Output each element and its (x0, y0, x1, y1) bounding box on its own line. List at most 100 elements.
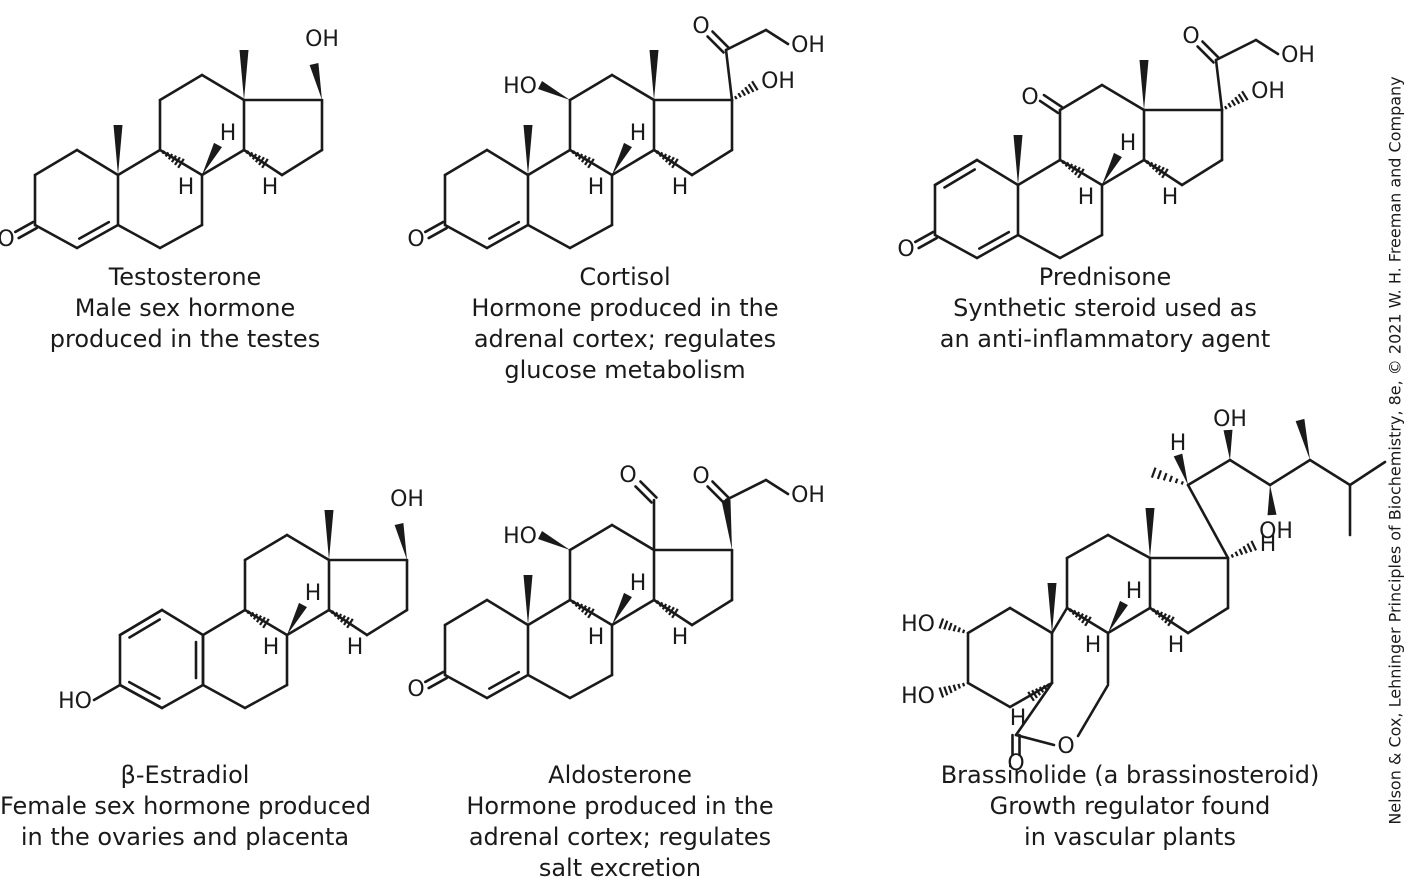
wedge-bond (721, 499, 732, 550)
oxygen-label: O (0, 227, 15, 252)
bond (158, 73, 204, 102)
hash-bond (1151, 608, 1156, 613)
hash-bond (248, 151, 254, 158)
bond (933, 233, 979, 260)
carbonyl-bond (914, 230, 935, 244)
hydroxyl-label: OH (761, 69, 795, 94)
hash-bond (574, 151, 580, 158)
hash-bond (1074, 166, 1081, 176)
hash-bond (245, 150, 250, 155)
wedge-bond (612, 592, 632, 625)
hash-bond (1250, 540, 1257, 551)
wedge-bond (113, 125, 123, 175)
wedge-bond (537, 530, 570, 550)
bond (724, 48, 734, 102)
bond (1228, 458, 1272, 487)
hydroxyl-label: OH (390, 487, 424, 512)
bond (116, 223, 162, 250)
bond (1014, 681, 1054, 737)
hash-bond (571, 150, 576, 155)
double-bond (127, 680, 161, 700)
hydrogen-label: H (1010, 706, 1027, 731)
hash-bond (943, 620, 949, 630)
hash-bond (1145, 160, 1150, 165)
wedge-bond (1013, 135, 1023, 185)
bond (526, 673, 572, 700)
bond (1106, 606, 1152, 635)
wedge-bond (1223, 429, 1233, 460)
hash-bond (259, 616, 266, 626)
bond (610, 598, 656, 627)
molecule-description: adrenal cortex; regulates (473, 325, 777, 353)
bond (1100, 158, 1146, 187)
hash-bond (658, 601, 664, 608)
bond (1065, 533, 1110, 560)
molecule-name: Cortisol (579, 263, 671, 291)
bond (33, 148, 79, 177)
bond (485, 223, 530, 250)
hash-bond (952, 624, 957, 632)
molecule-description: glucose metabolism (504, 356, 746, 384)
bond (200, 148, 246, 177)
carbonyl-bond (14, 220, 35, 234)
bond (118, 683, 164, 710)
bond (690, 148, 734, 177)
hydrogen-label: H (1120, 131, 1137, 156)
bond (724, 478, 768, 502)
hydrogen-label: H (630, 121, 647, 146)
hydroxyl-label: HO (58, 689, 92, 714)
wedge-bond (394, 523, 407, 560)
oxygen-label: O (1182, 24, 1199, 49)
hydrogen-label: H (630, 571, 647, 596)
hash-bond (580, 605, 587, 613)
bond (365, 608, 409, 637)
carbonyl-bond (639, 480, 658, 499)
hash-bond (580, 155, 587, 163)
molecule-description: adrenal cortex; regulates (468, 823, 772, 851)
hash-bond (664, 155, 671, 163)
carbonyl-bond (706, 485, 725, 504)
hash-bond (571, 600, 576, 605)
molecule-description: in vascular plants (1024, 823, 1236, 851)
hydrogen-label: H (588, 625, 605, 650)
bond (1016, 158, 1062, 187)
hash-bond (330, 610, 335, 615)
hash-bond (1081, 614, 1088, 624)
hash-bond (587, 158, 595, 169)
hash-bond (957, 627, 961, 633)
hash-bond (671, 158, 679, 169)
hash-bond (339, 615, 346, 623)
hash-bond (164, 151, 170, 158)
hydrogen-label: H (262, 175, 279, 200)
caption-cortisol: Cortisol Hormone produced in the adrenal… (460, 262, 790, 386)
bond (75, 148, 120, 177)
hydrogen-label: H (672, 625, 689, 650)
bond (1142, 158, 1184, 187)
carbonyl-bond (424, 220, 445, 234)
molecule-description: salt excretion (538, 854, 702, 882)
hash-bond (1161, 168, 1169, 179)
hydrogen-label: H (1260, 532, 1277, 557)
molecule-name: Testosterone (108, 263, 262, 291)
oxygen-label: O (897, 237, 914, 262)
bond (1076, 683, 1110, 738)
bond (75, 223, 120, 250)
hash-bond (957, 683, 961, 689)
caption-prednisone: Prednisone Synthetic steroid used as an … (925, 262, 1285, 355)
hash-bond (584, 156, 591, 166)
bond (1186, 606, 1230, 635)
hash-bond (1227, 102, 1232, 108)
wedge-bond (523, 125, 533, 175)
hash-bond (664, 605, 671, 613)
carbonyl-bond (711, 480, 730, 499)
hash-bond (1042, 684, 1048, 691)
hash-bond (251, 153, 258, 160)
hydroxyl-label: OH (1281, 43, 1315, 68)
hash-bond (174, 156, 181, 166)
carbonyl-bond (1196, 45, 1215, 64)
bond (242, 148, 284, 177)
hash-bond (1084, 616, 1092, 627)
hash-bond (1246, 543, 1253, 553)
bond (92, 683, 122, 702)
